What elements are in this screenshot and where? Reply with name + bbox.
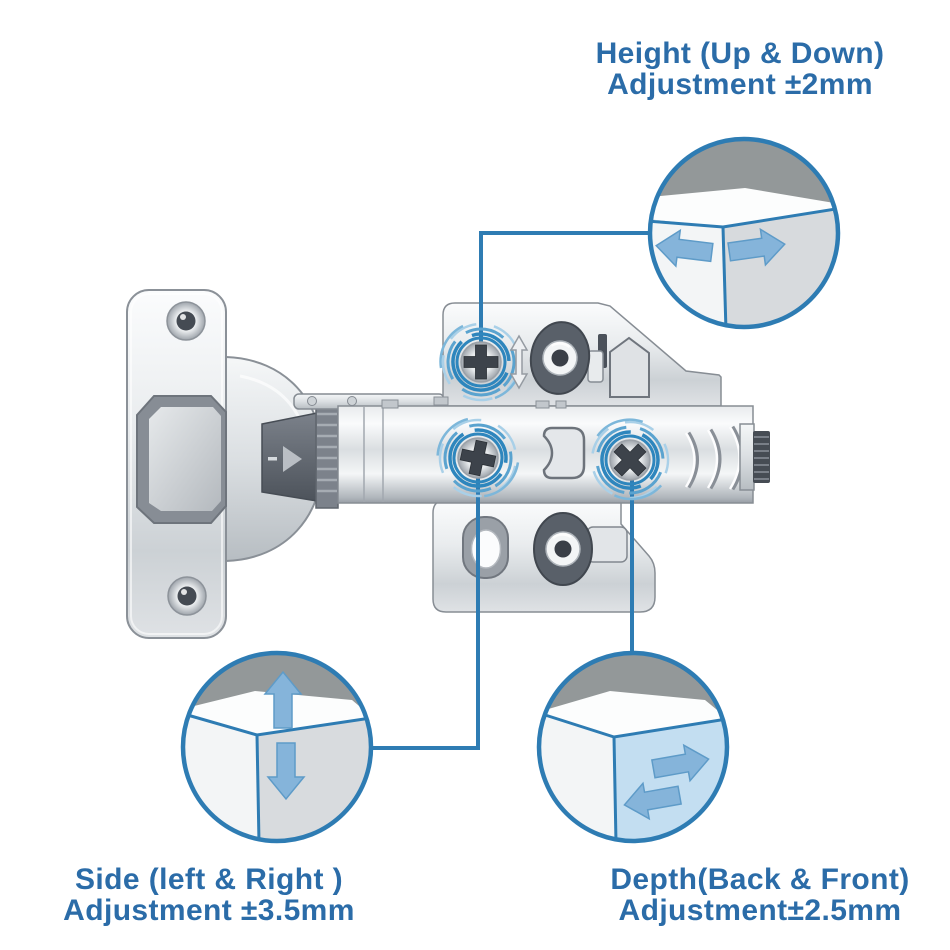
cabinet-right-face <box>614 719 727 841</box>
connector-line-side <box>372 458 480 750</box>
hinge-arm <box>337 396 770 504</box>
inset-height <box>647 136 841 330</box>
connector-line-height <box>479 231 650 362</box>
door-plate-screw-hole-bottom <box>167 576 207 616</box>
hinge-cup-recess <box>136 395 227 524</box>
cabinet-left-face <box>650 219 725 327</box>
side-adjustment-label-line1: Side (left & Right ) <box>75 863 343 896</box>
door-plate-screw-hole-top <box>166 301 206 341</box>
height-adjustment-label-line1: Height (Up & Down) <box>595 37 885 70</box>
depth-adjustment-label-line1: Depth(Back & Front) <box>610 863 910 896</box>
inset-height-border <box>647 136 841 330</box>
inset-depth <box>536 650 730 844</box>
height-adjustment-label: Height (Up & Down) Adjustment ±2mm <box>568 38 912 100</box>
side-adjustment-label: Side (left & Right ) Adjustment ±3.5mm <box>38 864 380 926</box>
inset-side <box>180 650 374 844</box>
inset-side-border <box>180 650 374 844</box>
oval-slot <box>462 516 509 579</box>
hinge-slide <box>261 412 318 502</box>
hinge-spring <box>315 407 339 509</box>
cabinet-top-face <box>650 188 838 227</box>
up-down-indicator-icon <box>509 334 529 390</box>
euro-screw-bottom <box>532 511 594 587</box>
side-adjustment-label-line2: Adjustment ±3.5mm <box>63 894 355 927</box>
cam-cutout <box>542 426 586 480</box>
adjuster-rack <box>753 431 770 483</box>
depth-adjustment-label-line2: Adjustment±2.5mm <box>618 894 902 927</box>
inset-depth-border <box>536 650 730 844</box>
height-adjustment-label-line2: Adjustment ±2mm <box>607 68 873 101</box>
depth-adjustment-label: Depth(Back & Front) Adjustment±2.5mm <box>592 864 928 926</box>
